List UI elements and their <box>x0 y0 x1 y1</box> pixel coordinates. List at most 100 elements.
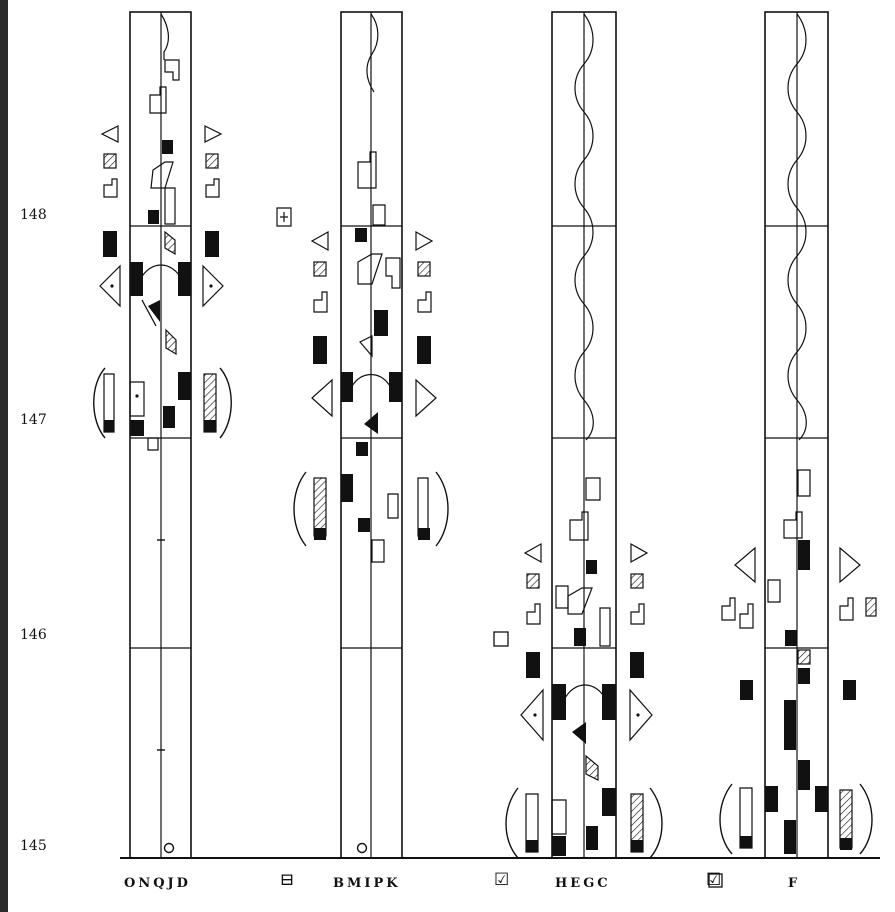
staff-label-bmipk: BMIPK <box>333 876 401 891</box>
forward-high-icon <box>103 178 118 198</box>
hold-bar-icon <box>358 518 370 532</box>
bow-bracket-icon <box>719 783 733 855</box>
hold-bar-icon <box>130 262 143 296</box>
direction-right-icon <box>630 542 649 564</box>
image-frame-edge <box>0 0 8 912</box>
hatched-symbol-icon <box>103 153 117 169</box>
hatched-symbol-icon <box>585 754 599 781</box>
forward-high-icon <box>387 493 399 519</box>
direction-right-icon <box>629 688 653 742</box>
forward-high-icon <box>417 477 429 537</box>
direction-left-icon <box>310 230 329 252</box>
hold-bar-icon <box>586 560 597 574</box>
hold-bar-icon <box>313 336 327 364</box>
low-pin-icon <box>359 335 373 358</box>
bow-bracket-icon <box>505 787 519 859</box>
forward-high-icon <box>551 799 567 835</box>
forward-high-icon <box>164 59 180 81</box>
low-pin-icon <box>364 412 378 434</box>
phrasing-arc <box>350 373 392 389</box>
hold-bar-icon <box>843 680 856 700</box>
forward-high-icon <box>797 469 811 497</box>
start-position-icon <box>276 207 292 227</box>
hold-bar-icon <box>630 652 644 678</box>
hatched-symbol-icon <box>357 253 383 285</box>
key-sign-3: ☑ <box>706 870 722 890</box>
staff-label-hegc: HEGC <box>555 876 611 891</box>
key-box-icon <box>708 873 723 888</box>
low-pin-icon <box>148 300 160 322</box>
measure-label-146: 146 <box>20 627 47 643</box>
hold-bar-icon <box>798 540 810 570</box>
hold-bar-icon <box>355 228 367 242</box>
hatched-symbol-icon <box>567 587 593 615</box>
measure-label-147: 147 <box>20 412 47 428</box>
hatched-symbol-icon <box>417 261 431 277</box>
hold-bar-icon <box>815 786 828 812</box>
key-sign-2: ☑ <box>494 870 510 890</box>
hold-bar-icon <box>163 406 175 428</box>
hatched-symbol-icon <box>150 161 174 189</box>
hatched-symbol-icon <box>526 573 540 589</box>
wave-line <box>787 13 807 441</box>
measure-label-145: 145 <box>20 838 47 854</box>
hold-bar-icon <box>552 684 566 720</box>
hold-bar-icon <box>526 652 540 678</box>
hold-bar-icon <box>205 231 219 257</box>
forward-high-icon <box>585 477 601 501</box>
direction-left-icon <box>100 125 119 143</box>
forward-high-icon <box>147 437 159 451</box>
direction-right-icon <box>202 264 224 308</box>
staff-onqjd <box>93 11 232 859</box>
forward-high-icon <box>783 511 803 539</box>
hold-bar-icon <box>341 372 353 402</box>
forward-high-icon <box>767 579 781 603</box>
hold-bar-icon <box>178 372 191 400</box>
hatched-symbol-icon <box>205 153 219 169</box>
forward-high-icon <box>371 539 385 563</box>
hold-bar-icon <box>784 700 796 750</box>
bow-bracket-icon <box>293 471 307 547</box>
phrasing-arc <box>563 684 607 701</box>
direction-right-icon <box>839 546 861 584</box>
forward-high-icon <box>417 291 432 313</box>
staff-bmipk <box>276 11 449 859</box>
forward-high-icon <box>739 603 754 629</box>
hatched-symbol-icon <box>313 261 327 277</box>
bow-bracket-icon <box>649 787 663 859</box>
hatched-symbol-icon <box>630 573 644 589</box>
hold-bar-icon <box>103 231 117 257</box>
hold-bar-icon <box>341 474 353 502</box>
hatched-symbol-icon <box>865 597 877 617</box>
direction-left-icon <box>311 378 333 418</box>
forward-high-icon <box>839 597 854 621</box>
hatched-symbol-icon <box>165 328 177 356</box>
staff-label-f: F <box>788 876 801 891</box>
hold-bar-icon <box>178 262 191 296</box>
wave-line <box>160 13 170 60</box>
hatched-symbol-icon <box>797 649 811 665</box>
wave-line <box>574 13 594 441</box>
forward-high-icon <box>313 291 328 313</box>
bow-bracket-icon <box>859 783 873 855</box>
hold-bar-icon <box>798 668 810 684</box>
start-circle-icon <box>163 842 175 854</box>
hold-bar-icon <box>740 680 753 700</box>
forward-high-icon <box>385 257 401 289</box>
hold-bar-icon <box>162 140 173 154</box>
wave-line <box>366 13 379 93</box>
hold-bar-icon <box>574 628 586 646</box>
hold-bar-icon <box>356 442 368 456</box>
staff-f <box>708 11 877 888</box>
forward-high-icon <box>526 603 541 625</box>
bow-bracket-icon <box>219 367 232 439</box>
start-circle-icon <box>356 842 368 854</box>
forward-high-icon <box>372 204 386 226</box>
forward-high-icon <box>149 86 167 114</box>
bow-bracket-icon <box>435 471 449 547</box>
hold-bar-icon <box>785 630 797 646</box>
bow-bracket-icon <box>93 367 106 439</box>
hold-bar-icon <box>374 310 388 336</box>
hatched-symbol-icon <box>164 230 176 256</box>
